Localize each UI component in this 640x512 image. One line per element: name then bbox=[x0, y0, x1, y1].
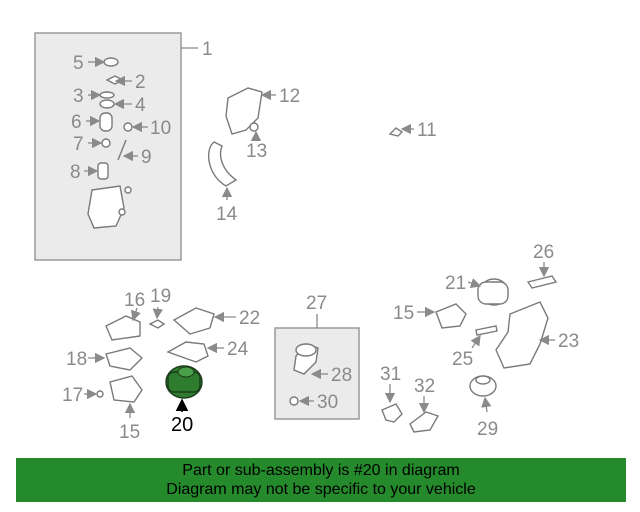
parts-12-14: 12 13 14 bbox=[207, 86, 300, 225]
callout-19[interactable]: 19 bbox=[150, 286, 171, 307]
part-13-nut[interactable] bbox=[249, 122, 259, 132]
callout-12[interactable]: 12 bbox=[279, 86, 300, 107]
callout-13[interactable]: 13 bbox=[246, 141, 267, 162]
part-11-group: 11 bbox=[388, 120, 437, 141]
part-11-clip[interactable] bbox=[388, 127, 404, 137]
callout-23[interactable]: 23 bbox=[558, 331, 579, 352]
part-1-reservoir[interactable] bbox=[87, 185, 125, 229]
callout-1[interactable]: 1 bbox=[202, 39, 213, 60]
part-14-hose[interactable] bbox=[207, 141, 238, 187]
callout-32[interactable]: 32 bbox=[414, 376, 435, 397]
callout-4[interactable]: 4 bbox=[135, 95, 146, 116]
callout-8[interactable]: 8 bbox=[70, 162, 81, 183]
callout-26[interactable]: 26 bbox=[533, 242, 554, 263]
group-box-27: 27 28 30 bbox=[274, 293, 360, 420]
banner-line-2: Diagram may not be specific to your vehi… bbox=[166, 481, 476, 498]
part-24-bracket[interactable] bbox=[166, 341, 209, 363]
part-16-mount[interactable] bbox=[105, 315, 141, 341]
left-cluster: 16 19 22 24 18 15 17 20 bbox=[62, 286, 260, 443]
callout-11[interactable]: 11 bbox=[417, 120, 437, 141]
banner-line-1: Part or sub-assembly is #20 in diagram bbox=[182, 462, 460, 479]
callout-25[interactable]: 25 bbox=[452, 349, 473, 370]
info-banner: Part or sub-assembly is #20 in diagram D… bbox=[16, 458, 626, 502]
callout-18[interactable]: 18 bbox=[66, 349, 87, 370]
part-9-sensor[interactable] bbox=[117, 139, 127, 161]
callout-29[interactable]: 29 bbox=[477, 419, 498, 440]
callout-15-lower[interactable]: 15 bbox=[119, 422, 140, 443]
part-17-bolt[interactable] bbox=[96, 390, 104, 398]
callout-15-upper[interactable]: 15 bbox=[393, 303, 414, 324]
part-8-pump[interactable] bbox=[97, 162, 109, 180]
part-19-bolt[interactable] bbox=[148, 319, 166, 329]
part-6-filler[interactable] bbox=[99, 112, 113, 132]
part-26-plate[interactable] bbox=[526, 275, 558, 289]
callout-27[interactable]: 27 bbox=[306, 293, 327, 314]
callout-20[interactable]: 20 bbox=[171, 414, 193, 436]
part-30-bolt[interactable] bbox=[289, 396, 299, 406]
callout-9[interactable]: 9 bbox=[141, 147, 152, 168]
part-23-bracket[interactable] bbox=[495, 301, 549, 369]
callout-24[interactable]: 24 bbox=[227, 339, 249, 360]
parts-diagram: 1 5 2 3 4 6 10 7 9 8 bbox=[34, 32, 579, 443]
part-7-seal[interactable] bbox=[101, 138, 111, 148]
callout-22[interactable]: 22 bbox=[239, 308, 260, 329]
part-22-bracket[interactable] bbox=[172, 307, 215, 335]
part-15-mount-upper[interactable] bbox=[435, 303, 467, 329]
callout-3[interactable]: 3 bbox=[73, 86, 84, 107]
part-15-mount[interactable] bbox=[109, 375, 143, 403]
part-5-cap[interactable] bbox=[103, 57, 119, 67]
part-3-seal[interactable] bbox=[99, 91, 115, 99]
part-10-grommet[interactable] bbox=[123, 122, 133, 132]
part-20-highlighted[interactable] bbox=[165, 365, 203, 412]
callout-2[interactable]: 2 bbox=[135, 72, 146, 93]
part-4-grommet[interactable] bbox=[99, 99, 115, 109]
callout-7[interactable]: 7 bbox=[73, 134, 84, 155]
callout-28[interactable]: 28 bbox=[331, 365, 352, 386]
callout-6[interactable]: 6 bbox=[71, 112, 82, 133]
group-box-1: 1 5 2 3 4 6 10 7 9 8 bbox=[34, 32, 213, 261]
callout-30[interactable]: 30 bbox=[317, 392, 338, 413]
part-31-bracket[interactable] bbox=[381, 403, 403, 423]
right-cluster: 26 21 15 25 23 29 31 32 bbox=[380, 242, 579, 440]
callout-10[interactable]: 10 bbox=[150, 118, 171, 139]
part-25-plate[interactable] bbox=[475, 325, 498, 336]
callout-16[interactable]: 16 bbox=[124, 290, 145, 311]
callout-21[interactable]: 21 bbox=[445, 273, 466, 294]
callout-5[interactable]: 5 bbox=[73, 53, 84, 74]
callout-17[interactable]: 17 bbox=[62, 385, 83, 406]
callout-31[interactable]: 31 bbox=[380, 364, 401, 385]
part-18-bracket[interactable] bbox=[105, 347, 144, 371]
part-32-bracket[interactable] bbox=[409, 411, 440, 433]
callout-14[interactable]: 14 bbox=[216, 204, 238, 225]
